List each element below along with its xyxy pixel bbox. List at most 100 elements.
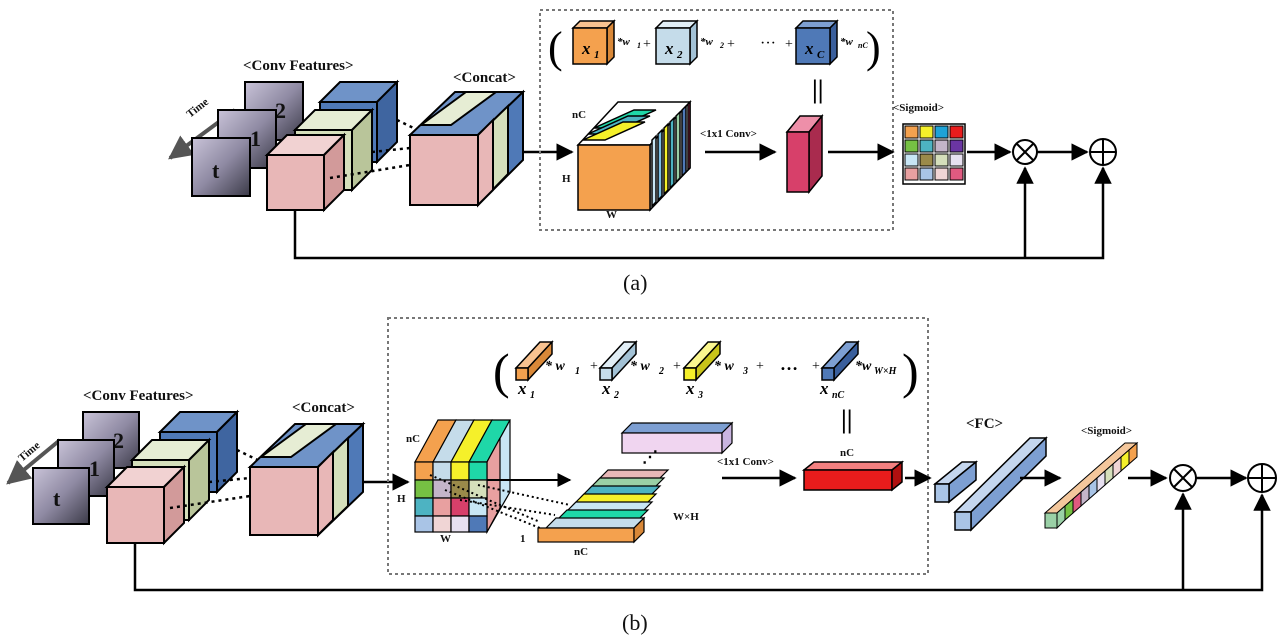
formula-a: ( ) x 1 *w 1 + x 2 *w 2 + ···: [548, 19, 881, 104]
frame-label-t: t: [212, 158, 220, 183]
video-frames: 2 1 t: [191, 81, 304, 197]
plus-b-1: +: [590, 359, 598, 374]
ellipsis-b: …: [780, 354, 798, 374]
time-label: Time: [184, 96, 211, 120]
dim-h-label: H: [562, 173, 571, 185]
conv-feature-cubes-b: [104, 409, 240, 546]
formula-b: ( ) x 1 * w 1 + x 2 * w 2 +: [493, 340, 919, 434]
frame-t-b: [32, 467, 90, 525]
sigmoid-label-a: <Sigmoid>: [893, 102, 944, 114]
equals-sign-b: ||: [841, 405, 852, 434]
reshape-connectors: [429, 474, 571, 531]
term-b-x1: x: [517, 379, 527, 398]
concat-label: <Concat>: [453, 70, 516, 86]
term-b-xnc: x: [819, 379, 829, 398]
plus-1: +: [643, 37, 651, 52]
weight-wnc-sub: nC: [858, 41, 868, 50]
sigmoid-bar-b: [1043, 441, 1139, 530]
weight-b-w1: * w: [545, 359, 566, 374]
weight-w1-sub: 1: [637, 41, 641, 50]
fc-layers: [932, 436, 1048, 532]
plus-b-4: +: [812, 359, 820, 374]
ellipsis-a: ···: [760, 35, 776, 52]
term-xc: x: [804, 39, 814, 58]
term-b-xnc-sub: nC: [832, 390, 845, 401]
multiply-node-a: [1012, 139, 1038, 165]
weight-b-w3: * w: [714, 359, 735, 374]
panel-a: Time 2 1 t <Conv Features>: [168, 9, 1117, 295]
dim-nc-label: nC: [572, 109, 586, 121]
caption-b: (b): [622, 610, 648, 635]
paren-right: ): [866, 23, 881, 72]
weight-b-wnc-sub: W×H: [874, 366, 898, 377]
plus-b-2: +: [673, 359, 681, 374]
term-x2: x: [664, 39, 674, 58]
add-node-b: [1247, 463, 1277, 493]
channel-block-a: [576, 100, 692, 212]
multiply-node-b: [1169, 464, 1197, 492]
fc-label: <FC>: [966, 416, 1003, 432]
dim-nc-red-label: nC: [840, 447, 854, 459]
weight-wnc: *w: [840, 36, 854, 48]
channel-block-b: [413, 419, 512, 535]
term-xc-sub: C: [817, 49, 825, 61]
dim-one-label: 1: [520, 533, 526, 545]
frame-label-1: 1: [250, 126, 261, 151]
dim-h-label-b: H: [397, 493, 406, 505]
panel-b: Time 2 1 t <Conv Features> <Co: [6, 317, 1277, 635]
weighted-sum-region: [539, 9, 894, 231]
concat-cube-b: [247, 421, 366, 538]
caption-a: (a): [623, 270, 647, 295]
conv-result-bar-b: [801, 460, 905, 492]
dim-wh-label: W×H: [673, 511, 699, 523]
frame-label-t-b: t: [53, 486, 61, 511]
dim-w-label: W: [606, 209, 617, 221]
flattened-block: [537, 421, 734, 544]
term-x1-sub: 1: [594, 49, 600, 61]
term-b-x1-sub: 1: [530, 390, 535, 401]
conv1x1-label: <1x1 Conv>: [700, 128, 757, 140]
weight-w2: *w: [700, 36, 714, 48]
frame-label-2: 2: [275, 98, 286, 123]
weight-b-w2: * w: [630, 359, 651, 374]
term-b-x2-sub: 2: [613, 390, 619, 401]
weight-b-wnc: *w: [855, 359, 872, 374]
conv1x1-label-b: <1x1 Conv>: [717, 456, 774, 468]
paren-right-b: ): [902, 343, 919, 399]
weight-w2-sub: 2: [719, 41, 724, 50]
weight-b-w1-sub: 1: [575, 366, 580, 377]
add-node-a: [1089, 138, 1117, 166]
equals-sign-a: ||: [812, 75, 823, 104]
paren-left: (: [548, 23, 563, 72]
weight-w1: *w: [617, 36, 631, 48]
dim-nc-bottom-label: nC: [574, 546, 588, 558]
frame-label-2-b: 2: [113, 428, 124, 453]
residual-connection-b: [133, 493, 1271, 592]
paren-left-b: (: [493, 343, 510, 399]
weight-b-w3-sub: 3: [742, 366, 748, 377]
term-b-x3: x: [685, 379, 695, 398]
term-x1: x: [581, 39, 591, 58]
plus-3: +: [785, 37, 793, 52]
video-frames-b: 2 1 t: [32, 411, 140, 525]
weight-b-w2-sub: 2: [658, 366, 664, 377]
dim-w-label-b: W: [440, 533, 451, 545]
weighted-sum-region-b: [387, 317, 929, 575]
conv-features-label: <Conv Features>: [243, 58, 354, 74]
frame-t: [191, 137, 251, 197]
plus-2: +: [727, 37, 735, 52]
term-b-x3-sub: 3: [697, 390, 703, 401]
dim-nc-label-b: nC: [406, 433, 420, 445]
concat-cube: [407, 89, 526, 208]
residual-connection-a: [293, 166, 1112, 260]
ellipsis-vertical: ⋰: [642, 449, 658, 466]
frame-label-1-b: 1: [89, 456, 100, 481]
plus-b-3: +: [756, 359, 764, 374]
conv-features-label-b: <Conv Features>: [83, 388, 194, 404]
term-b-x2: x: [601, 379, 611, 398]
sigmoid-label-b: <Sigmoid>: [1081, 425, 1132, 437]
time-label-b: Time: [16, 439, 42, 464]
time-axis-b: Time: [6, 438, 62, 485]
conv-result-bar-a: [785, 113, 824, 195]
